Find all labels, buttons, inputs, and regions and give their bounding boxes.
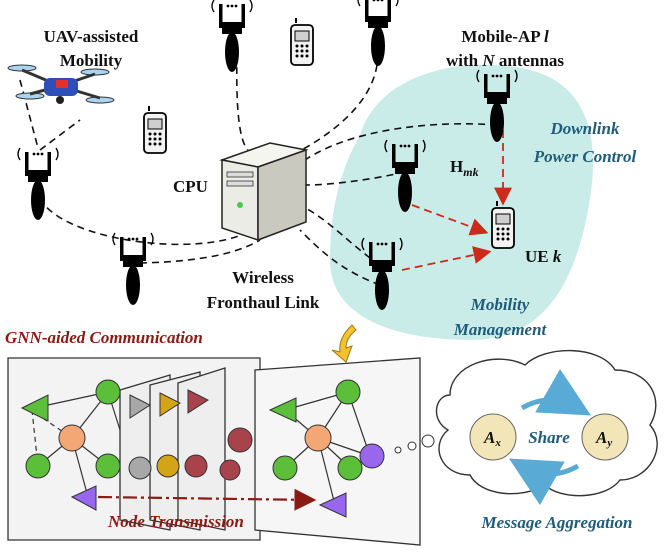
- graph-node: [95, 379, 121, 405]
- graph-node: [227, 427, 253, 453]
- ap-icon: [17, 147, 59, 221]
- message-aggregation-label: Message Aggregation: [481, 513, 633, 532]
- gnn-label: GNN-aided Communication: [5, 328, 203, 347]
- antennas-label: with N antennas: [446, 51, 564, 70]
- fronthaul-links: [39, 54, 498, 286]
- graph-node: [219, 459, 241, 481]
- fronthaul-label: Fronthaul Link: [207, 293, 320, 312]
- ap-icon: [357, 0, 399, 67]
- mobility-label: Mobility: [470, 295, 530, 314]
- wireless-label: Wireless: [232, 268, 294, 287]
- ap-icon: [112, 232, 154, 306]
- transition-arrow-icon: [331, 324, 357, 363]
- graph-front-right: [268, 379, 385, 518]
- share-label: Share: [528, 428, 570, 447]
- uav-drone-icon: [7, 64, 115, 104]
- graph-node: [159, 392, 182, 417]
- graph-node: [156, 454, 180, 478]
- coverage-cell: [330, 64, 593, 341]
- node-transmission-label: Node Transmission: [107, 512, 244, 531]
- power-control-label: Power Control: [533, 147, 637, 166]
- graph-node: [58, 424, 86, 452]
- graph-node: [337, 455, 363, 481]
- signal-arrow-3: [401, 246, 492, 271]
- ue-label: UE k: [525, 247, 562, 266]
- cpu-label: CPU: [173, 177, 208, 196]
- uav-title-line1: UAV-assisted: [44, 27, 139, 46]
- share-arrow-top: [520, 368, 592, 416]
- share-arrow-bottom: [508, 458, 580, 506]
- thought-dot: [394, 446, 402, 454]
- aggregation-node-x: [469, 413, 517, 461]
- ax-label: Ax: [483, 428, 501, 449]
- graph-node: [25, 453, 51, 479]
- management-label: Management: [453, 320, 548, 339]
- graph-node: [304, 424, 332, 452]
- graph-node: [70, 485, 97, 511]
- graph-node: [187, 389, 210, 414]
- phone-icon: [290, 17, 314, 66]
- graph-node: [359, 443, 385, 469]
- downlink-label: Downlink: [550, 119, 620, 138]
- node-transmission-arrow: [97, 488, 317, 511]
- ue-phone-icon: [491, 200, 515, 249]
- phone-icon: [143, 105, 167, 154]
- aggregation-node-y: [581, 413, 629, 461]
- uav-links: [19, 79, 81, 151]
- graph-node: [335, 379, 361, 405]
- ay-label: Ay: [595, 428, 612, 449]
- graph-node: [128, 456, 152, 480]
- graph-front-left: [20, 379, 121, 511]
- graph-node: [184, 454, 208, 478]
- cpu-server-icon: [219, 142, 309, 242]
- uav-title-line2: Mobility: [60, 51, 123, 70]
- ap-icon: [211, 0, 253, 73]
- graph-node: [95, 453, 121, 479]
- graph-node: [272, 455, 298, 481]
- graph-node: [20, 394, 49, 422]
- channel-label: Hmk: [450, 157, 479, 179]
- thought-dot: [407, 441, 417, 451]
- graph-node: [129, 394, 152, 419]
- mobile-ap-label: Mobile-AP l: [461, 27, 549, 46]
- thought-dot: [421, 434, 435, 448]
- graph-node: [318, 492, 347, 518]
- graph-node: [268, 397, 297, 423]
